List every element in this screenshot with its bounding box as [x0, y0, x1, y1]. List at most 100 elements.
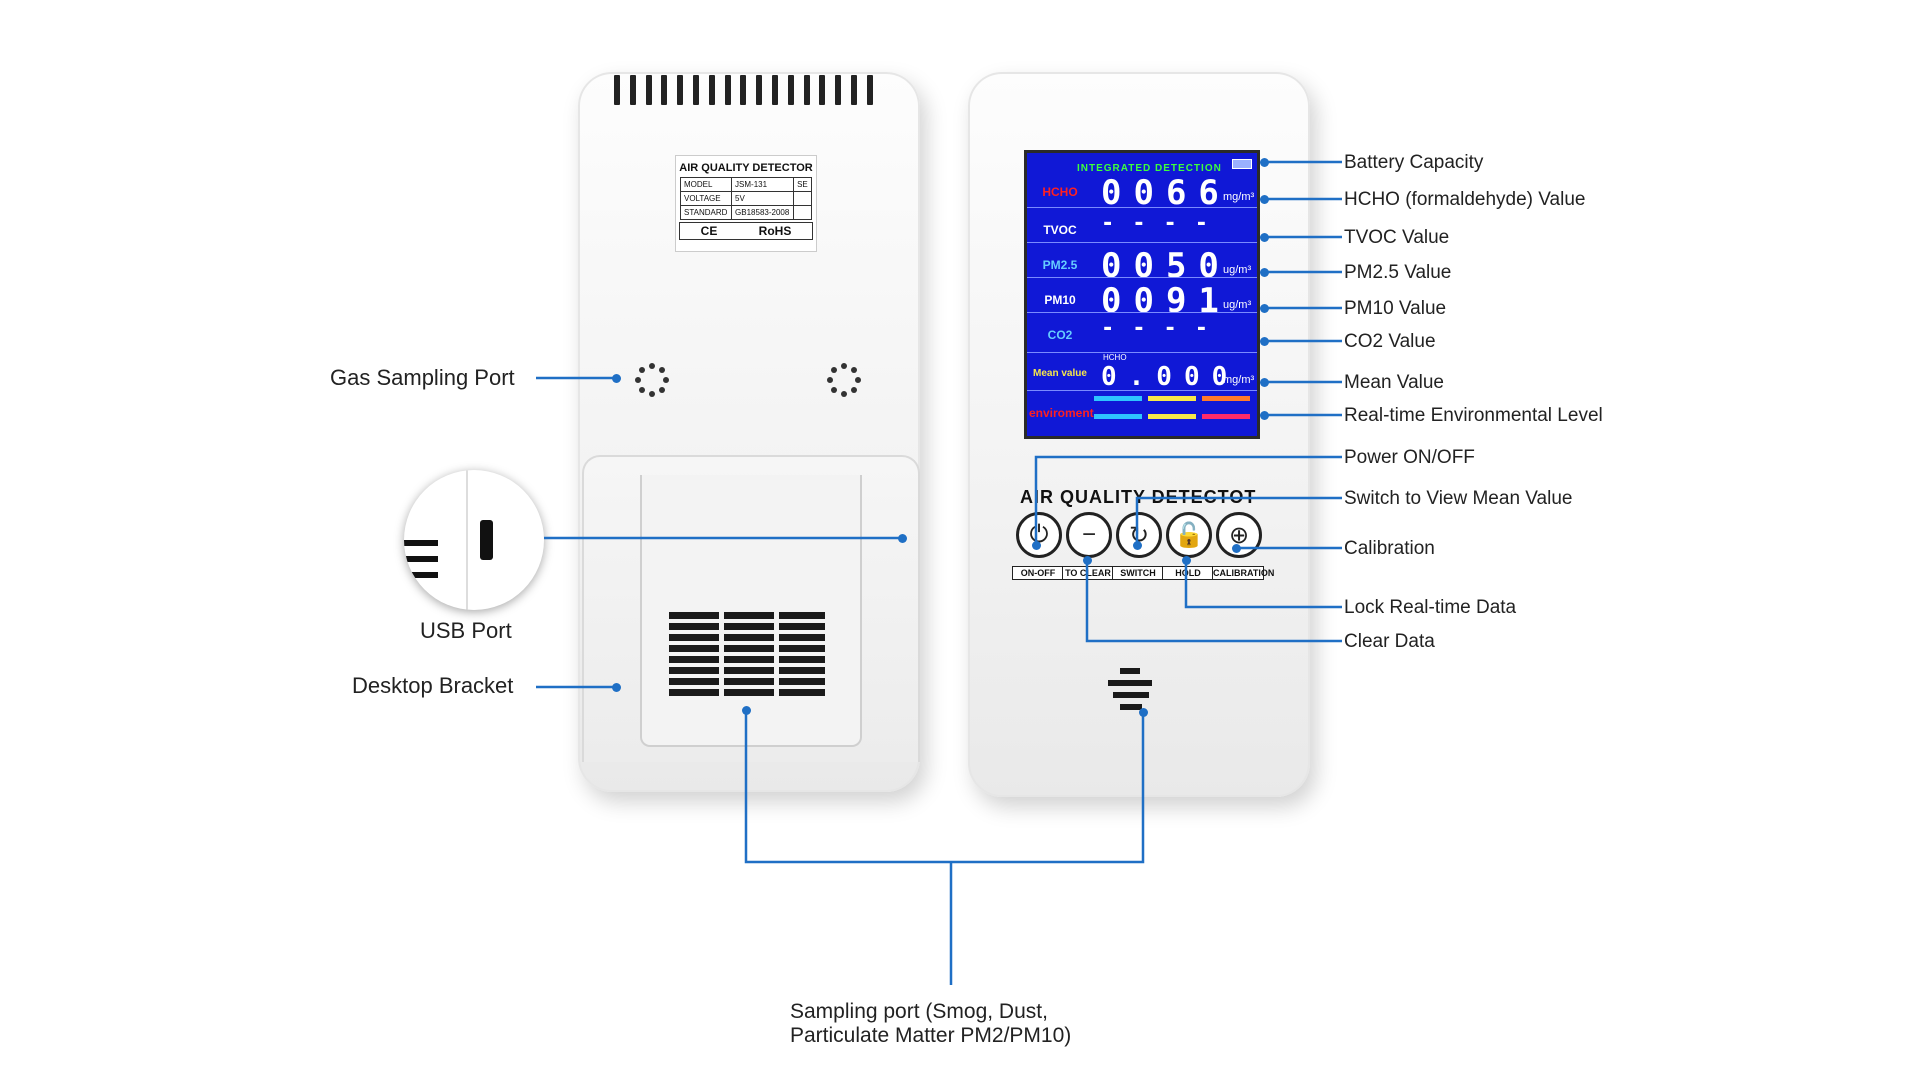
- connector-dot: [1259, 303, 1269, 313]
- gas-hole: [649, 391, 655, 397]
- vent-slot: [724, 75, 731, 105]
- power-button[interactable]: ⏻: [1016, 512, 1062, 558]
- callout-lock: Lock Real-time Data: [1344, 597, 1517, 618]
- screen-value: 0091: [1101, 281, 1231, 321]
- level-bar: [1094, 414, 1142, 419]
- callout-mean: Mean Value: [1344, 372, 1444, 393]
- connector-dot: [1259, 410, 1269, 420]
- gas-port-left: [632, 360, 672, 400]
- screen-unit: ug/m³: [1223, 264, 1252, 276]
- screen-label: PM10: [1044, 293, 1076, 307]
- screen-label: TVOC: [1043, 223, 1077, 237]
- grille-slot: [724, 634, 774, 641]
- env-levels: [1094, 396, 1250, 430]
- gas-hole: [658, 386, 665, 393]
- rohs-mark: RoHS: [758, 224, 792, 238]
- grille-slot: [779, 689, 825, 696]
- grille-slot: [779, 645, 825, 652]
- target-icon: ⊕: [1228, 521, 1250, 549]
- grille-slot: [669, 667, 719, 674]
- screen-value: 0066: [1101, 173, 1231, 213]
- gas-hole: [639, 386, 646, 393]
- gas-hole: [850, 386, 857, 393]
- gas-hole: [855, 377, 861, 383]
- vent-slot: [629, 75, 636, 105]
- callout-pm10: PM10 Value: [1344, 298, 1447, 319]
- callout-sampling-1: Sampling port (Smog, Dust,: [790, 1000, 1048, 1023]
- vent-slot: [819, 75, 826, 105]
- grille-slot: [669, 623, 719, 630]
- level-bar: [1148, 396, 1196, 401]
- gas-hole: [850, 367, 857, 374]
- gas-hole: [639, 367, 646, 374]
- grille-slot: [724, 612, 774, 619]
- vent-slot: [693, 75, 699, 105]
- screen-value: 0050: [1101, 246, 1231, 286]
- np-extra: SE: [793, 177, 812, 192]
- connector-dot: [1259, 336, 1269, 346]
- callout-power: Power ON/OFF: [1344, 447, 1475, 468]
- gas-hole: [827, 377, 833, 383]
- grille-slot: [669, 634, 719, 641]
- callout-tvoc: TVOC Value: [1344, 227, 1450, 248]
- screen-label: Mean value: [1033, 368, 1087, 379]
- vent-slot: [756, 75, 763, 105]
- usb-grill: [404, 572, 438, 578]
- target-button[interactable]: ⊕: [1216, 512, 1262, 558]
- grille-slot: [669, 678, 719, 685]
- ce-mark: CE: [700, 224, 718, 238]
- usb-grill: [404, 556, 438, 562]
- connector-dot: [1031, 540, 1041, 550]
- callout-bracket: Desktop Bracket: [352, 673, 514, 698]
- usb-grill: [404, 540, 438, 546]
- grille-slot: [724, 689, 774, 696]
- connector-dot: [1082, 555, 1092, 565]
- grille-slot: [779, 634, 825, 641]
- bracket-inner: [640, 475, 862, 747]
- minus-icon: −: [1081, 521, 1096, 548]
- vent-slot: [851, 75, 857, 105]
- vent-slot: [803, 75, 810, 105]
- gas-port-right: [824, 360, 864, 400]
- screen-divider: [1027, 242, 1257, 243]
- grille-slot: [724, 678, 774, 685]
- level-bar: [1202, 396, 1250, 401]
- callout-sampling-2: Particulate Matter PM2/PM10): [790, 1024, 1072, 1047]
- screen-unit: ug/m³: [1223, 299, 1252, 311]
- connector-dot: [611, 373, 621, 383]
- minus-button[interactable]: −: [1066, 512, 1112, 558]
- grille-slot: [779, 667, 825, 674]
- callout-gas: Gas Sampling Port: [330, 365, 515, 390]
- grille-slot: [779, 612, 825, 619]
- gas-hole: [841, 391, 847, 397]
- screen-header: INTEGRATED DETECTION: [1077, 163, 1222, 174]
- gas-hole: [649, 363, 655, 369]
- connector-dot: [1138, 707, 1148, 717]
- grille-slot: [669, 656, 719, 663]
- vent-slot: [866, 75, 873, 105]
- screen-label: PM2.5: [1042, 258, 1078, 272]
- screen-divider: [1027, 352, 1257, 353]
- vent-slot: [772, 75, 778, 105]
- grille-slot: [779, 656, 825, 663]
- refresh-button[interactable]: ↻: [1116, 512, 1162, 558]
- connector-dot: [897, 533, 907, 543]
- gas-hole: [841, 363, 847, 369]
- vent-slot: [677, 75, 684, 105]
- level-bar: [1202, 414, 1250, 419]
- vent-slot: [614, 75, 620, 105]
- np-extra: [793, 205, 812, 220]
- connector-dot: [1259, 157, 1269, 167]
- usb-zoom-circle: [404, 470, 544, 610]
- connector-dot: [611, 682, 621, 692]
- connector-dot: [1181, 555, 1191, 565]
- nameplate-title: AIR QUALITY DETECTOR: [679, 162, 813, 174]
- level-bar: [1148, 414, 1196, 419]
- np-val: GB18583-2008: [731, 205, 795, 220]
- screen-sublabel: HCHO: [1103, 353, 1127, 362]
- vent-slot: [740, 75, 747, 105]
- callout-battery: Battery Capacity: [1344, 152, 1484, 173]
